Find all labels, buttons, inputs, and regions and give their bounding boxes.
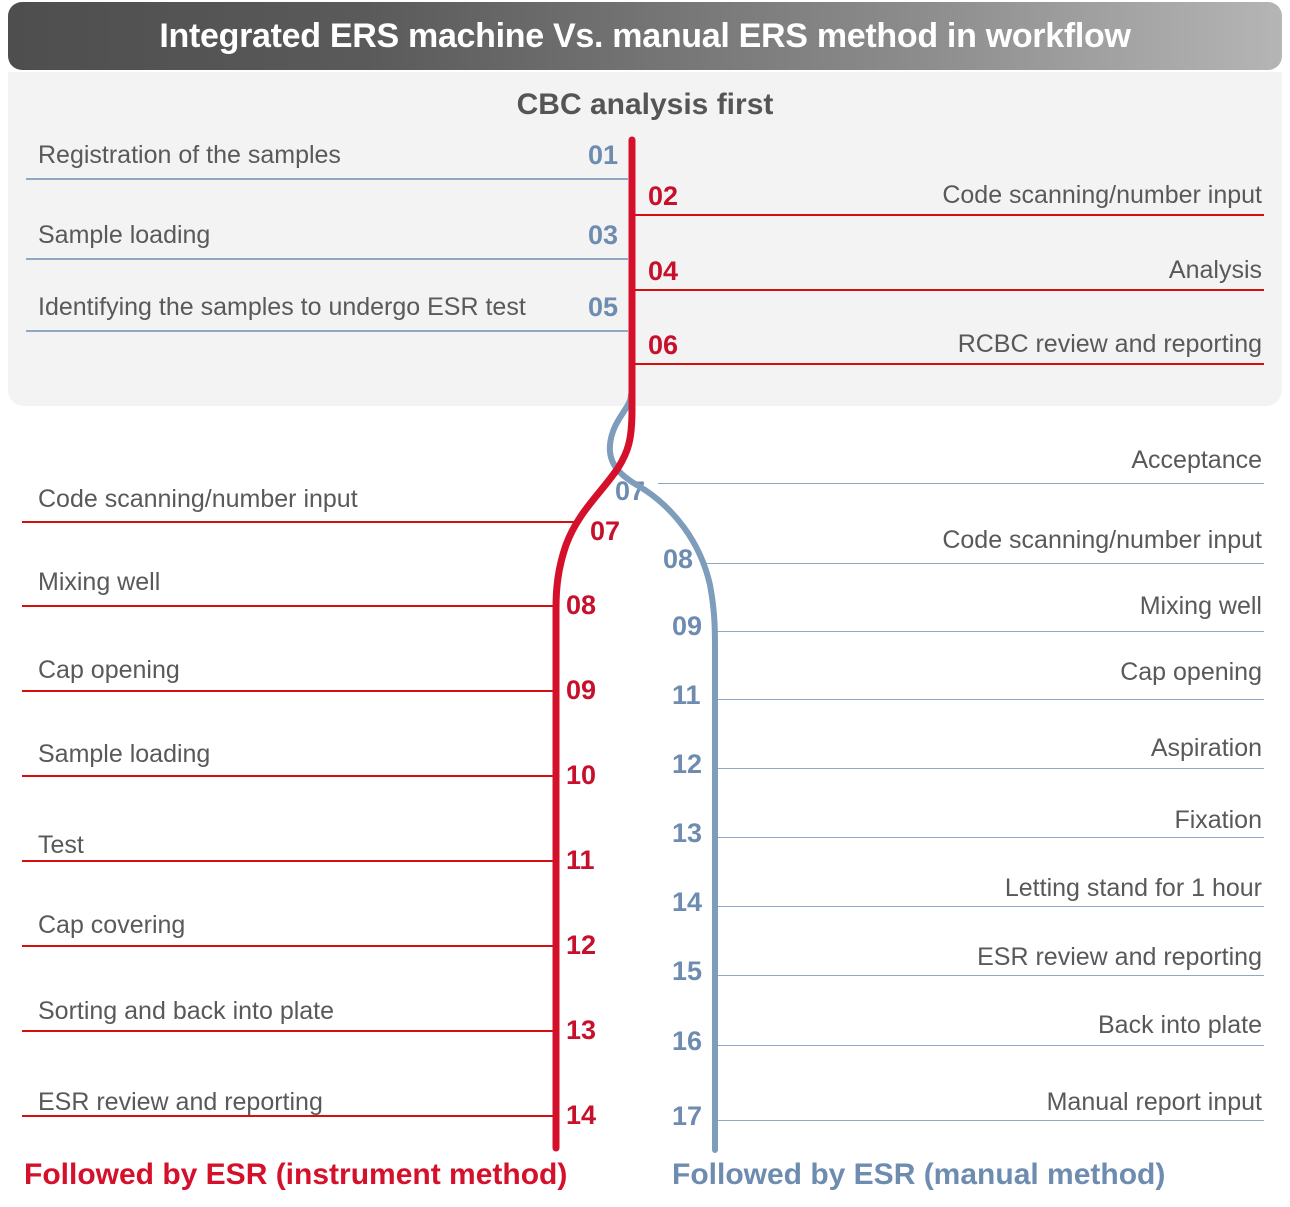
- left-branch-number-8: 14: [566, 1100, 597, 1130]
- top-right-rule-1: [634, 214, 1264, 216]
- right-branch-rule-8: [714, 975, 1264, 976]
- right-branch-footer-label: Followed by ESR (manual method): [672, 1158, 1166, 1191]
- left-branch-label-5: Test: [38, 831, 84, 859]
- top-right-number-1: 02: [648, 181, 679, 211]
- left-branch-number-3: 09: [566, 675, 597, 705]
- left-branch-number-5: 11: [566, 845, 595, 875]
- top-left-label-2: Sample loading: [38, 221, 211, 249]
- page-title: Integrated ERS machine Vs. manual ERS me…: [159, 16, 1131, 55]
- right-branch-number-4: 11: [672, 680, 701, 710]
- right-branch-label-6: Fixation: [1174, 806, 1262, 834]
- left-branch-footer-label: Followed by ESR (instrument method): [24, 1158, 568, 1191]
- top-left-number-2: 03: [588, 220, 619, 250]
- right-branch-label-7: Letting stand for 1 hour: [1004, 874, 1262, 902]
- top-right-rule-2: [634, 289, 1264, 291]
- right-branch-label-4: Cap opening: [1120, 658, 1262, 686]
- left-branch-rule-4: [22, 775, 555, 777]
- spine-blue-path: [606, 392, 718, 1153]
- left-branch-label-6: Cap covering: [38, 911, 186, 939]
- right-branch-label-2: Code scanning/number input: [942, 526, 1262, 554]
- left-branch-rule-7: [22, 1030, 555, 1032]
- right-branch-label-1: Acceptance: [1131, 446, 1262, 474]
- right-branch-rule-6: [714, 837, 1264, 838]
- top-left-rule-3: [26, 330, 628, 332]
- left-branch-label-1: Code scanning/number input: [38, 485, 358, 513]
- right-branch-rule-5: [714, 768, 1264, 769]
- right-branch-label-5: Aspiration: [1150, 734, 1262, 762]
- right-branch-number-10: 17: [672, 1101, 703, 1131]
- right-branch-rule-1: [658, 483, 1264, 484]
- right-branch-rule-10: [714, 1120, 1264, 1121]
- right-branch-number-8: 15: [672, 956, 703, 986]
- left-branch-label-8: ESR review and reporting: [38, 1088, 323, 1116]
- left-branch-label-3: Cap opening: [38, 656, 180, 684]
- right-branch-label-8: ESR review and reporting: [977, 943, 1262, 971]
- top-left-label-1: Registration of the samples: [38, 141, 341, 169]
- top-right-label-3: RCBC review and reporting: [957, 330, 1262, 358]
- cbc-subtitle: CBC analysis first: [516, 88, 774, 121]
- top-left-label-3: Identifying the samples to undergo ESR t…: [38, 293, 526, 321]
- right-branch-label-9: Back into plate: [1098, 1011, 1262, 1039]
- left-branch-number-1: 07: [590, 516, 621, 546]
- right-branch-rule-7: [714, 906, 1264, 907]
- left-branch-number-6: 12: [566, 930, 597, 960]
- left-branch-rule-5: [22, 860, 555, 862]
- right-branch-number-7: 14: [672, 887, 703, 917]
- cbc-panel: [8, 72, 1282, 406]
- top-right-rule-3: [634, 363, 1264, 365]
- right-branch-number-6: 13: [672, 818, 703, 848]
- right-branch-rule-9: [714, 1045, 1264, 1046]
- left-branch-rule-3: [22, 690, 555, 692]
- top-right-number-3: 06: [648, 330, 679, 360]
- right-branch-rule-4: [714, 699, 1264, 700]
- top-left-rule-2: [26, 258, 628, 260]
- left-branch-number-2: 08: [566, 590, 597, 620]
- right-branch-number-3: 09: [672, 611, 703, 641]
- right-branch-number-9: 16: [672, 1026, 703, 1056]
- top-right-number-2: 04: [648, 256, 679, 286]
- top-left-rule-1: [26, 178, 628, 180]
- left-branch-rule-6: [22, 945, 555, 947]
- right-branch-rule-3: [714, 631, 1264, 632]
- left-branch-number-4: 10: [566, 760, 597, 790]
- top-left-number-1: 01: [588, 140, 619, 170]
- header-bar: Integrated ERS machine Vs. manual ERS me…: [8, 2, 1282, 70]
- right-branch-rule-2: [703, 563, 1264, 564]
- left-branch-label-4: Sample loading: [38, 740, 211, 768]
- spine-red-path: [552, 136, 636, 1152]
- left-branch-rule-1: [22, 521, 575, 523]
- top-left-number-3: 05: [588, 292, 619, 322]
- top-right-label-2: Analysis: [1168, 256, 1262, 284]
- left-branch-label-2: Mixing well: [38, 568, 161, 596]
- left-branch-rule-8: [22, 1115, 555, 1117]
- left-branch-number-7: 13: [566, 1015, 597, 1045]
- left-branch-rule-2: [22, 605, 555, 607]
- right-branch-number-5: 12: [672, 749, 703, 779]
- right-branch-number-2: 08: [663, 544, 694, 574]
- top-right-label-1: Code scanning/number input: [942, 181, 1262, 209]
- right-branch-label-10: Manual report input: [1046, 1088, 1262, 1116]
- right-branch-label-3: Mixing well: [1139, 592, 1262, 620]
- left-branch-label-7: Sorting and back into plate: [38, 997, 335, 1025]
